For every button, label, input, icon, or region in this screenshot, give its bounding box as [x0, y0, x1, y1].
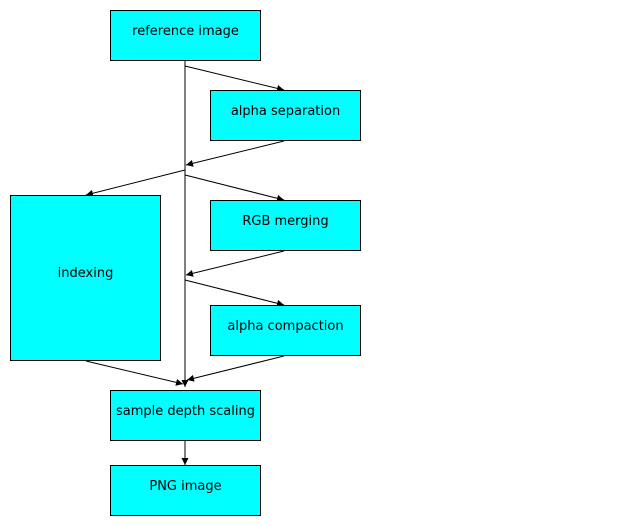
node-png-image-label: PNG image	[149, 479, 222, 494]
edge-alpha-separation-to-trunk	[185, 140, 285, 167]
edge-trunk-to-rgb-merging	[184, 174, 285, 202]
node-alpha-compaction: alpha compaction	[210, 305, 361, 356]
node-alpha-separation-label: alpha separation	[230, 104, 341, 119]
node-sample-depth-scaling-label: sample depth scaling	[116, 404, 255, 419]
node-rgb-merging: RGB merging	[210, 200, 361, 251]
node-indexing-label: indexing	[57, 266, 114, 281]
edge-alpha-compaction-to-sample-depth-scaling	[186, 355, 285, 382]
edge-trunk-to-indexing	[85, 169, 186, 197]
node-indexing: indexing	[10, 195, 161, 361]
edge-rgb-merging-to-trunk	[185, 250, 285, 277]
node-alpha-separation: alpha separation	[210, 90, 361, 141]
edge-indexing-to-sample-depth-scaling	[85, 360, 184, 386]
node-png-image: PNG image	[110, 465, 261, 516]
node-alpha-compaction-label: alpha compaction	[227, 319, 344, 334]
node-reference-image: reference image	[110, 10, 261, 61]
node-sample-depth-scaling: sample depth scaling	[110, 390, 261, 441]
node-reference-image-label: reference image	[132, 24, 239, 39]
edge-reference-to-alpha-separation	[184, 65, 285, 92]
node-rgb-merging-label: RGB merging	[242, 214, 329, 229]
edge-trunk-to-alpha-compaction	[184, 279, 285, 307]
